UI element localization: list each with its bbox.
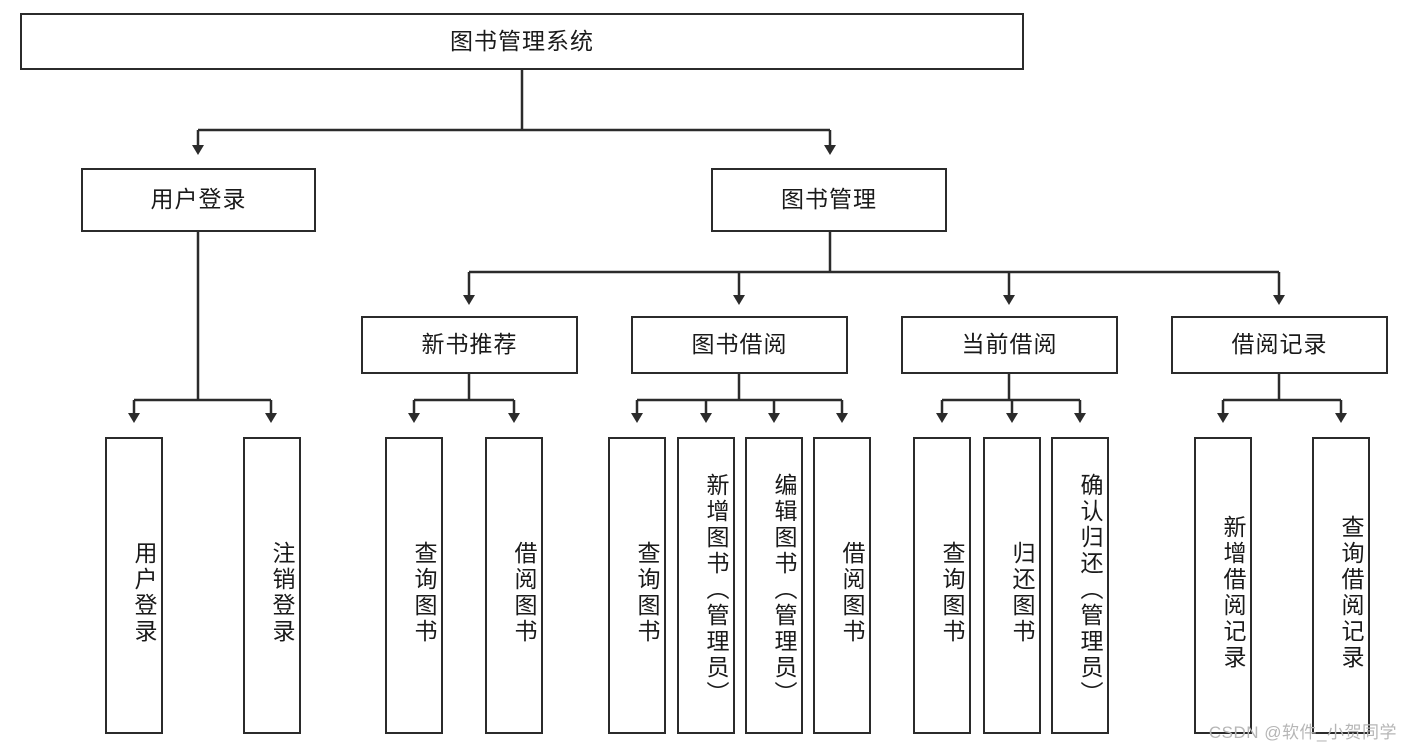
leaf-book-borrow-2[interactable]: 新增图书（管理员） [677,437,735,734]
node-book-borrow-label: 图书借阅 [691,331,788,358]
leaf-borrow-record-2[interactable]: 查询借阅记录 [1312,437,1370,734]
leaf-book-borrow-2-label: 新增图书（管理员） [703,472,729,707]
leaf-new-book-1[interactable]: 查询图书 [385,437,443,734]
node-current-borrow-label: 当前借阅 [961,331,1058,358]
leaf-current-borrow-2-label: 归还图书 [1009,540,1035,645]
leaf-current-borrow-2[interactable]: 归还图书 [983,437,1041,734]
leaf-book-borrow-4-label: 借阅图书 [839,540,865,645]
watermark-text: CSDN @软件_小贺同学 [1208,723,1397,742]
node-book-management[interactable]: 图书管理 [711,168,947,232]
leaf-user-login-2[interactable]: 注销登录 [243,437,301,734]
leaf-current-borrow-3[interactable]: 确认归还（管理员） [1051,437,1109,734]
leaf-borrow-record-1-label: 新增借阅记录 [1220,514,1246,671]
leaf-new-book-2[interactable]: 借阅图书 [485,437,543,734]
leaf-book-borrow-1[interactable]: 查询图书 [608,437,666,734]
leaf-borrow-record-2-label: 查询借阅记录 [1338,514,1364,671]
node-book-borrow[interactable]: 图书借阅 [631,316,848,374]
leaf-book-borrow-4[interactable]: 借阅图书 [813,437,871,734]
leaf-current-borrow-1-label: 查询图书 [939,540,965,645]
leaf-user-login-1[interactable]: 用户登录 [105,437,163,734]
node-user-login[interactable]: 用户登录 [81,168,316,232]
node-root-label: 图书管理系统 [450,27,594,54]
node-borrow-record-label: 借阅记录 [1231,331,1328,358]
leaf-book-borrow-3-label: 编辑图书（管理员） [771,472,797,707]
leaf-new-book-1-label: 查询图书 [411,540,437,645]
node-current-borrow[interactable]: 当前借阅 [901,316,1118,374]
node-book-management-label: 图书管理 [781,186,877,213]
leaf-current-borrow-3-label: 确认归还（管理员） [1077,472,1103,707]
node-borrow-record[interactable]: 借阅记录 [1171,316,1388,374]
leaf-new-book-2-label: 借阅图书 [511,540,537,645]
leaf-borrow-record-1[interactable]: 新增借阅记录 [1194,437,1252,734]
node-user-login-label: 用户登录 [150,186,247,213]
leaf-book-borrow-1-label: 查询图书 [634,540,660,645]
node-root[interactable]: 图书管理系统 [20,13,1024,70]
leaf-user-login-2-label: 注销登录 [269,540,295,645]
leaf-current-borrow-1[interactable]: 查询图书 [913,437,971,734]
node-new-book-recommend-label: 新书推荐 [421,331,518,358]
node-new-book-recommend[interactable]: 新书推荐 [361,316,578,374]
leaf-book-borrow-3[interactable]: 编辑图书（管理员） [745,437,803,734]
leaf-user-login-1-label: 用户登录 [131,540,157,645]
